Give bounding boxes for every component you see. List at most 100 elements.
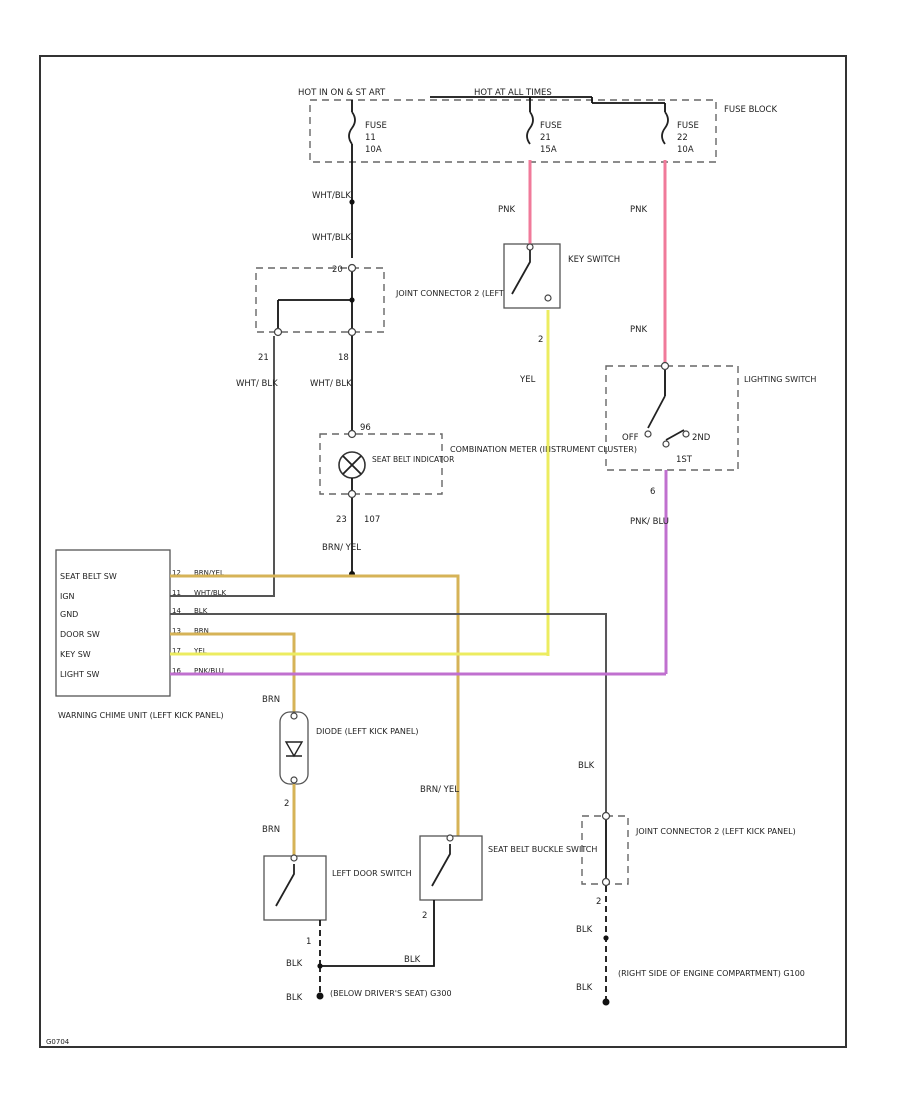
buckle-switch-box bbox=[419, 835, 483, 901]
wire-brn-yel-top: BRN/ YEL bbox=[322, 543, 361, 553]
fuse-22-number: 22 bbox=[677, 133, 688, 143]
warning-unit-row-pin: 12 bbox=[172, 569, 181, 577]
joint-connector-top-pin-18: 18 bbox=[338, 353, 349, 363]
diode-pin-2: 2 bbox=[284, 799, 289, 809]
wire-pnk-1: PNK bbox=[498, 205, 515, 215]
lighting-switch-off: OFF bbox=[622, 433, 639, 443]
wire-blk-bottom3: BLK bbox=[286, 993, 303, 1003]
wire-wht-blk-left: WHT/ BLK bbox=[236, 379, 278, 389]
wire-pnk-2: PNK bbox=[630, 205, 647, 215]
ground-right-label: (RIGHT SIDE OF ENGINE COMPARTMENT) G100 bbox=[618, 969, 805, 978]
figure-id: G0704 bbox=[46, 1038, 70, 1046]
wire-blk-right: BLK bbox=[578, 761, 595, 771]
fuse-block-label: FUSE BLOCK bbox=[724, 105, 777, 115]
wire-wht-blk-mid: WHT/ BLK bbox=[310, 379, 352, 389]
combination-meter bbox=[319, 433, 443, 495]
ground-right-icon bbox=[602, 998, 610, 1006]
wire-pnk-3: PNK bbox=[630, 325, 647, 335]
warning-chime-unit-caption: WARNING CHIME UNIT (LEFT KICK PANEL) bbox=[58, 711, 224, 720]
diagram-frame bbox=[39, 55, 847, 1048]
warning-unit-row-name: IGN bbox=[60, 592, 75, 601]
key-switch-pin-2: 2 bbox=[538, 335, 543, 345]
fuse-22-label: FUSE bbox=[677, 121, 699, 131]
warning-unit-row-wire: BRN bbox=[194, 627, 209, 635]
wire-pnk-blu: PNK/ BLU bbox=[630, 517, 669, 527]
wire-brn-door2: BRN bbox=[262, 825, 280, 835]
buckle-switch-pin-2: 2 bbox=[422, 911, 427, 921]
wire-brn-door: BRN bbox=[262, 695, 280, 705]
wire-blk-bottom2: BLK bbox=[286, 959, 303, 969]
wire-blk-right3: BLK bbox=[576, 983, 593, 993]
warning-unit-row-pin: 17 bbox=[172, 647, 181, 655]
warning-unit-row-wire: PNK/BLU bbox=[194, 667, 224, 675]
fuse-11-amps: 10A bbox=[365, 145, 382, 155]
combination-meter-pin-23: 23 bbox=[336, 515, 347, 525]
warning-unit-row: KEY SW 17 YEL bbox=[60, 647, 207, 659]
wire-yel: YEL bbox=[519, 375, 536, 385]
diode-label: DIODE (LEFT KICK PANEL) bbox=[316, 727, 418, 736]
diode-box bbox=[279, 711, 309, 785]
left-door-switch-label: LEFT DOOR SWITCH bbox=[332, 869, 412, 878]
joint-connector-bottom-pin-2: 2 bbox=[596, 897, 601, 907]
fuse-22: FUSE 22 10A bbox=[661, 111, 699, 155]
diode-icon bbox=[284, 741, 304, 758]
lighting-switch bbox=[605, 365, 739, 471]
left-door-switch-box bbox=[263, 855, 327, 921]
warning-unit-row-pin: 13 bbox=[172, 627, 181, 635]
wire-wht-blk-1: WHT/BLK bbox=[312, 191, 351, 201]
combination-meter-label: COMBINATION METER (INSTRUMENT CLUSTER) bbox=[450, 445, 637, 454]
joint-connector-top bbox=[255, 267, 385, 333]
lighting-switch-1st: 1ST bbox=[676, 455, 693, 465]
fuse-21-amps: 15A bbox=[540, 145, 557, 155]
fuse-21-number: 21 bbox=[540, 133, 551, 143]
warning-unit-row: IGN 11 WHT/BLK bbox=[60, 589, 227, 601]
key-switch-box bbox=[503, 243, 561, 309]
lighting-switch-pin-6: 6 bbox=[650, 487, 655, 497]
feed-right-label: HOT AT ALL TIMES bbox=[474, 88, 552, 98]
warning-unit-row-name: GND bbox=[60, 610, 78, 619]
wire-brn-yel-buckle: BRN/ YEL bbox=[420, 785, 459, 795]
warning-chime-unit bbox=[55, 549, 171, 697]
warning-unit-row-wire: BRN/YEL bbox=[194, 569, 224, 577]
warning-unit-row-name: KEY SW bbox=[60, 650, 91, 659]
warning-unit-row: SEAT BELT SW 12 BRN/YEL bbox=[60, 569, 224, 581]
warning-unit-row-name: DOOR SW bbox=[60, 630, 100, 639]
seat-belt-indicator-label: SEAT BELT INDICATOR bbox=[372, 455, 454, 464]
warning-unit-row-wire: YEL bbox=[193, 647, 207, 655]
wire-wht-blk-2: WHT/BLK bbox=[312, 233, 351, 243]
warning-unit-row: LIGHT SW 16 PNK/BLU bbox=[60, 667, 224, 679]
feed-left-label: HOT IN ON & ST ART bbox=[298, 88, 386, 98]
joint-connector-bottom-label: JOINT CONNECTOR 2 (LEFT KICK PANEL) bbox=[635, 827, 796, 836]
warning-unit-row: DOOR SW 13 BRN bbox=[60, 627, 209, 639]
joint-connector-top-label: JOINT CONNECTOR 2 (LEFT KICK PANEL) bbox=[395, 289, 556, 298]
ground-left-label: (BELOW DRIVER'S SEAT) G300 bbox=[330, 989, 452, 998]
wire-blk-right2: BLK bbox=[576, 925, 593, 935]
left-door-switch-pin-1: 1 bbox=[306, 937, 311, 947]
fuse-block-outline bbox=[309, 99, 717, 163]
buckle-switch-label: SEAT BELT BUCKLE SWITCH bbox=[488, 845, 597, 854]
warning-unit-row: GND 14 BLK bbox=[60, 607, 208, 619]
warning-unit-row-wire: WHT/BLK bbox=[194, 589, 227, 597]
fuse-11: FUSE 11 10A bbox=[348, 111, 387, 155]
fuse-21: FUSE 21 15A bbox=[526, 111, 562, 155]
warning-unit-row-name: LIGHT SW bbox=[60, 670, 100, 679]
warning-unit-row-pin: 14 bbox=[172, 607, 181, 615]
key-switch-label: KEY SWITCH bbox=[568, 255, 620, 265]
combination-meter-pin-107: 107 bbox=[364, 515, 380, 525]
fuse-21-label: FUSE bbox=[540, 121, 562, 131]
wire-blk-bottom: BLK bbox=[404, 955, 421, 965]
fuse-22-amps: 10A bbox=[677, 145, 694, 155]
lighting-switch-label: LIGHTING SWITCH bbox=[744, 375, 816, 384]
lighting-switch-2nd: 2ND bbox=[692, 433, 711, 443]
warning-unit-row-name: SEAT BELT SW bbox=[60, 572, 117, 581]
warning-unit-row-wire: BLK bbox=[194, 607, 208, 615]
fuse-11-number: 11 bbox=[365, 133, 376, 143]
fuse-11-label: FUSE bbox=[365, 121, 387, 131]
warning-unit-row-pin: 16 bbox=[172, 667, 181, 675]
joint-connector-top-pin-20: 20 bbox=[332, 265, 343, 275]
ground-left-icon bbox=[316, 992, 324, 1000]
joint-connector-top-pin-21: 21 bbox=[258, 353, 269, 363]
combination-meter-pin-96: 96 bbox=[360, 423, 371, 433]
warning-unit-row-pin: 11 bbox=[172, 589, 181, 597]
